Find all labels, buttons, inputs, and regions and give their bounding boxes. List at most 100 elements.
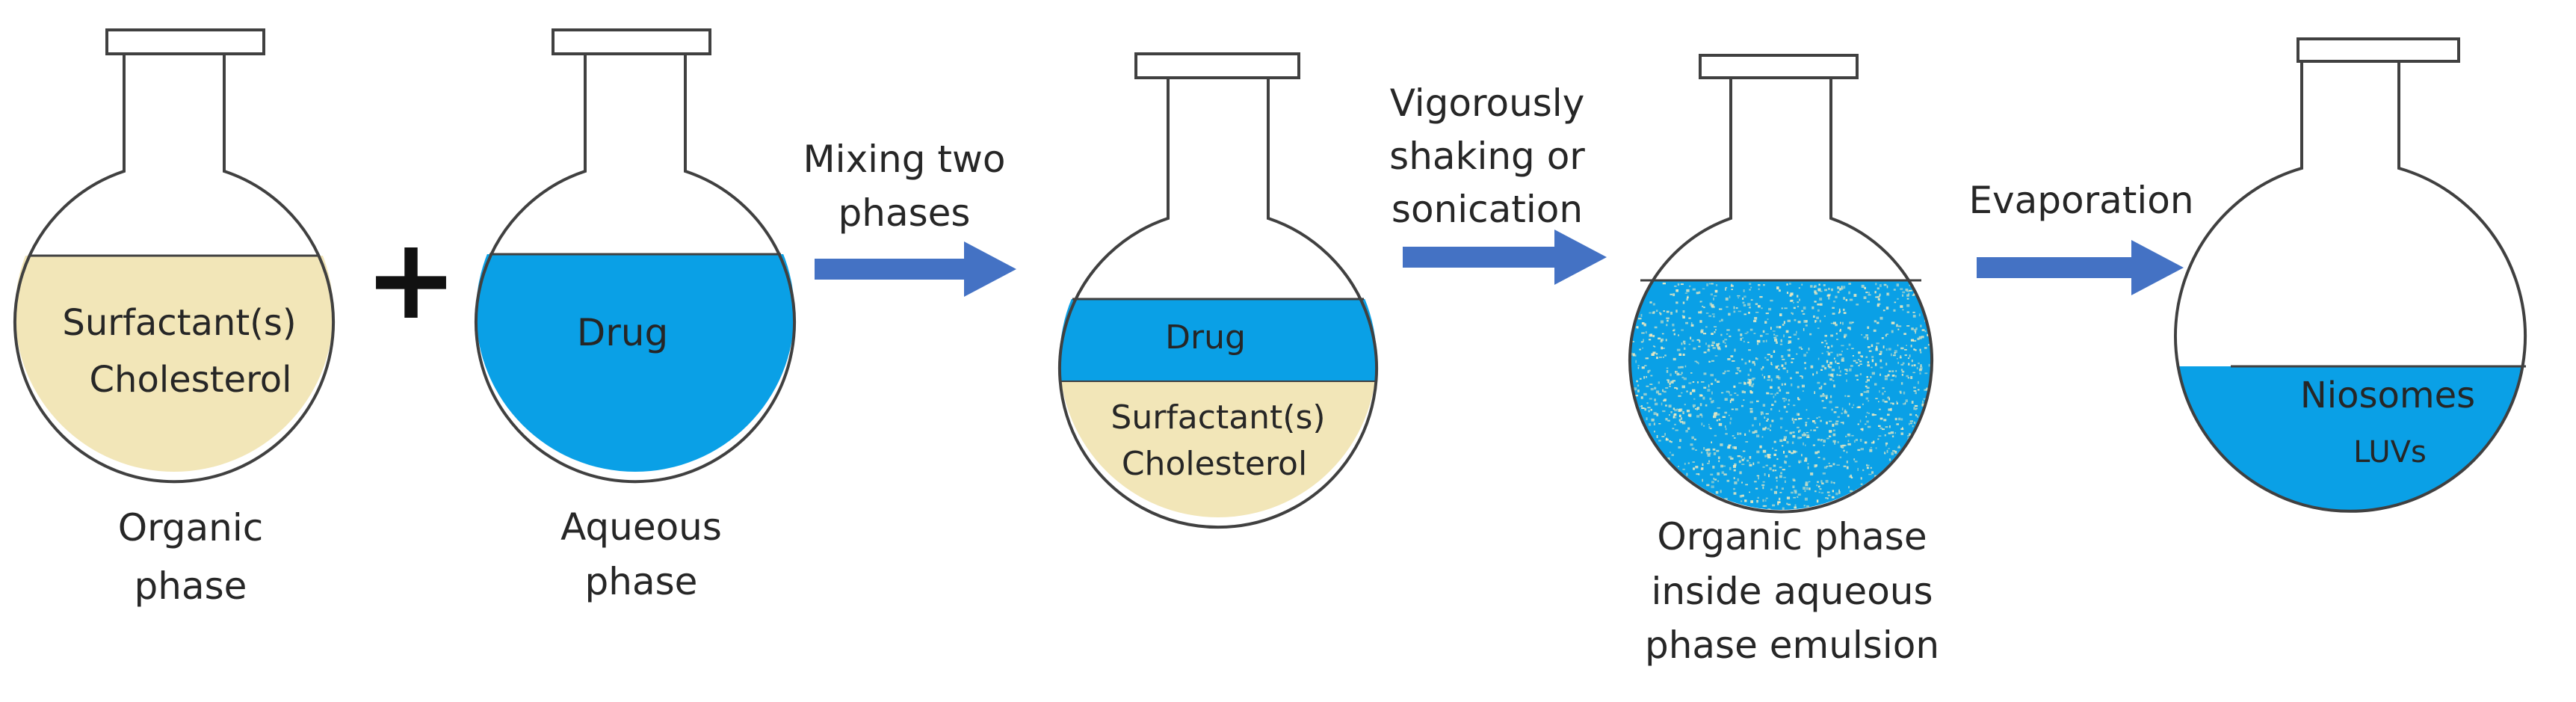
emulsion-speckle — [1785, 392, 1790, 394]
emulsion-speckle — [1755, 312, 1759, 313]
emulsion-speckle — [1847, 395, 1850, 398]
emulsion-speckle — [1773, 395, 1775, 398]
emulsion-speckle — [1702, 478, 1703, 482]
emulsion-speckle — [1835, 420, 1839, 422]
emulsion-speckle — [1900, 392, 1902, 394]
emulsion-speckle — [1676, 408, 1678, 410]
emulsion-speckle — [1725, 345, 1727, 348]
emulsion-speckle — [1711, 383, 1714, 385]
emulsion-speckle — [1812, 420, 1815, 422]
emulsion-speckle — [1682, 468, 1685, 470]
flask-organic-phase: Surfactant(s) Cholesterol — [13, 28, 335, 484]
emulsion-speckle — [1664, 398, 1667, 401]
emulsion-speckle — [1888, 408, 1891, 411]
emulsion-speckle — [1820, 439, 1822, 442]
emulsion-speckle — [1713, 452, 1717, 455]
emulsion-speckle — [1770, 424, 1772, 428]
emulsion-speckle — [1897, 298, 1899, 300]
emulsion-speckle — [1913, 407, 1915, 410]
emulsion-speckle — [1636, 380, 1638, 383]
emulsion-speckle — [1793, 302, 1794, 304]
emulsion-speckle — [1769, 429, 1771, 431]
emulsion-speckle — [1818, 491, 1820, 493]
emulsion-speckle — [1754, 363, 1755, 366]
emulsion-speckle — [1903, 333, 1906, 335]
emulsion-speckle — [1821, 400, 1824, 402]
emulsion-speckle — [1849, 328, 1851, 330]
emulsion-speckle — [1781, 355, 1784, 358]
emulsion-speckle — [1732, 435, 1735, 437]
flask-aqueous-neck-rim — [552, 28, 711, 55]
emulsion-speckle — [1793, 496, 1796, 499]
emulsion-speckle — [1828, 366, 1832, 369]
emulsion-speckle — [1708, 361, 1711, 363]
emulsion-speckle — [1720, 318, 1723, 321]
emulsion-speckle — [1906, 375, 1909, 378]
emulsion-speckle — [1879, 353, 1882, 355]
emulsion-speckle — [1762, 481, 1765, 483]
emulsion-speckle — [1661, 347, 1665, 349]
emulsion-speckle — [1747, 378, 1749, 381]
emulsion-speckle — [1831, 345, 1833, 348]
emulsion-speckle — [1658, 423, 1661, 425]
emulsion-speckle — [1692, 461, 1695, 463]
emulsion-speckle — [1743, 295, 1746, 298]
emulsion-speckle — [1764, 426, 1767, 429]
emulsion-speckle — [1791, 452, 1794, 455]
emulsion-speckle — [1721, 471, 1725, 474]
mixed-drug-layer — [1060, 299, 1377, 381]
emulsion-speckle — [1744, 433, 1746, 436]
emulsion-speckle — [1675, 429, 1678, 431]
emulsion-speckle — [1659, 312, 1662, 315]
emulsion-speckle — [1884, 452, 1886, 455]
emulsion-speckle — [1805, 320, 1808, 323]
emulsion-speckle — [1709, 428, 1712, 430]
emulsion-speckle — [1798, 430, 1800, 433]
emulsion-speckle — [1921, 329, 1925, 331]
emulsion-speckle — [1772, 447, 1773, 449]
emulsion-speckle — [1877, 298, 1880, 301]
emulsion-speckle — [1675, 289, 1678, 292]
emulsion-speckle — [1819, 319, 1821, 323]
emulsion-speckle — [1651, 418, 1655, 422]
emulsion-speckle — [1696, 473, 1699, 475]
emulsion-speckle — [1841, 286, 1843, 289]
emulsion-speckle — [1865, 356, 1868, 358]
emulsion-speckle — [1742, 337, 1743, 339]
emulsion-speckle — [1798, 418, 1800, 420]
emulsion-speckle — [1909, 354, 1911, 357]
emulsion-speckle — [1788, 340, 1792, 344]
emulsion-speckle — [1915, 327, 1918, 330]
emulsion-speckle — [1814, 285, 1817, 288]
emulsion-speckle — [1691, 447, 1695, 450]
emulsion-speckle — [1880, 427, 1882, 429]
emulsion-speckle — [1638, 318, 1642, 320]
emulsion-speckle — [1843, 449, 1845, 452]
emulsion-speckle — [1788, 403, 1790, 405]
arrow-shaking-shape — [1403, 230, 1607, 285]
emulsion-speckle — [1660, 320, 1664, 324]
emulsion-speckle — [1770, 392, 1773, 395]
emulsion-speckle — [1641, 322, 1645, 325]
emulsion-speckle — [1804, 434, 1806, 437]
emulsion-speckle — [1775, 335, 1779, 336]
emulsion-speckle — [1801, 375, 1803, 379]
emulsion-speckle — [1883, 419, 1887, 422]
emulsion-speckle — [1796, 353, 1798, 355]
emulsion-speckle — [1803, 320, 1807, 323]
emulsion-speckle — [1849, 298, 1853, 301]
emulsion-speckle — [1726, 370, 1730, 372]
emulsion-speckle — [1650, 408, 1652, 411]
emulsion-speckle — [1759, 296, 1763, 298]
emulsion-speckle — [1847, 443, 1851, 446]
emulsion-speckle — [1885, 334, 1887, 337]
emulsion-speckle — [1860, 428, 1864, 431]
emulsion-speckle — [1692, 389, 1696, 392]
emulsion-speckle — [1708, 384, 1710, 388]
emulsion-speckle — [1885, 307, 1889, 310]
emulsion-speckle — [1758, 476, 1759, 480]
emulsion-speckle — [1867, 425, 1871, 428]
emulsion-speckle — [1749, 429, 1750, 433]
emulsion-speckle — [1735, 307, 1738, 310]
emulsion-speckle — [1762, 330, 1765, 333]
